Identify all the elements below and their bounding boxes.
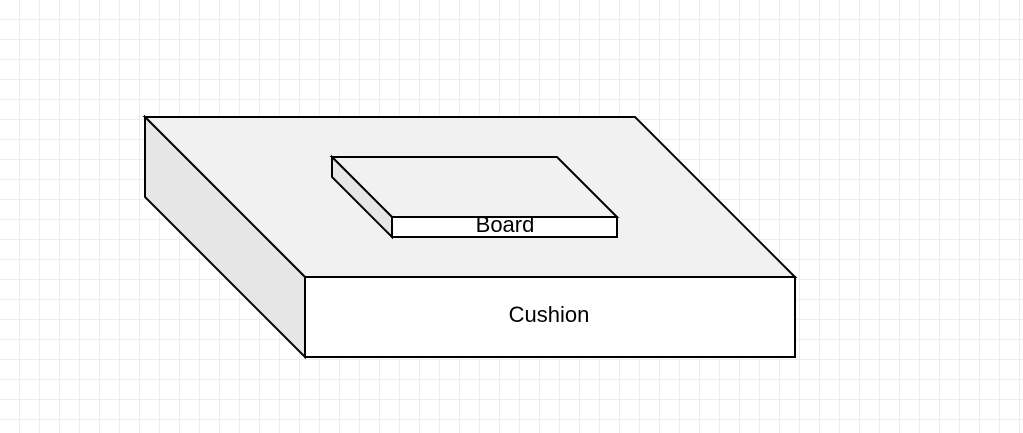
board-label: Board xyxy=(476,212,535,237)
cushion-label: Cushion xyxy=(509,302,590,327)
cushion-front-face xyxy=(304,276,796,358)
board-front-face xyxy=(391,216,618,238)
board-shape[interactable]: Board xyxy=(329,154,620,240)
